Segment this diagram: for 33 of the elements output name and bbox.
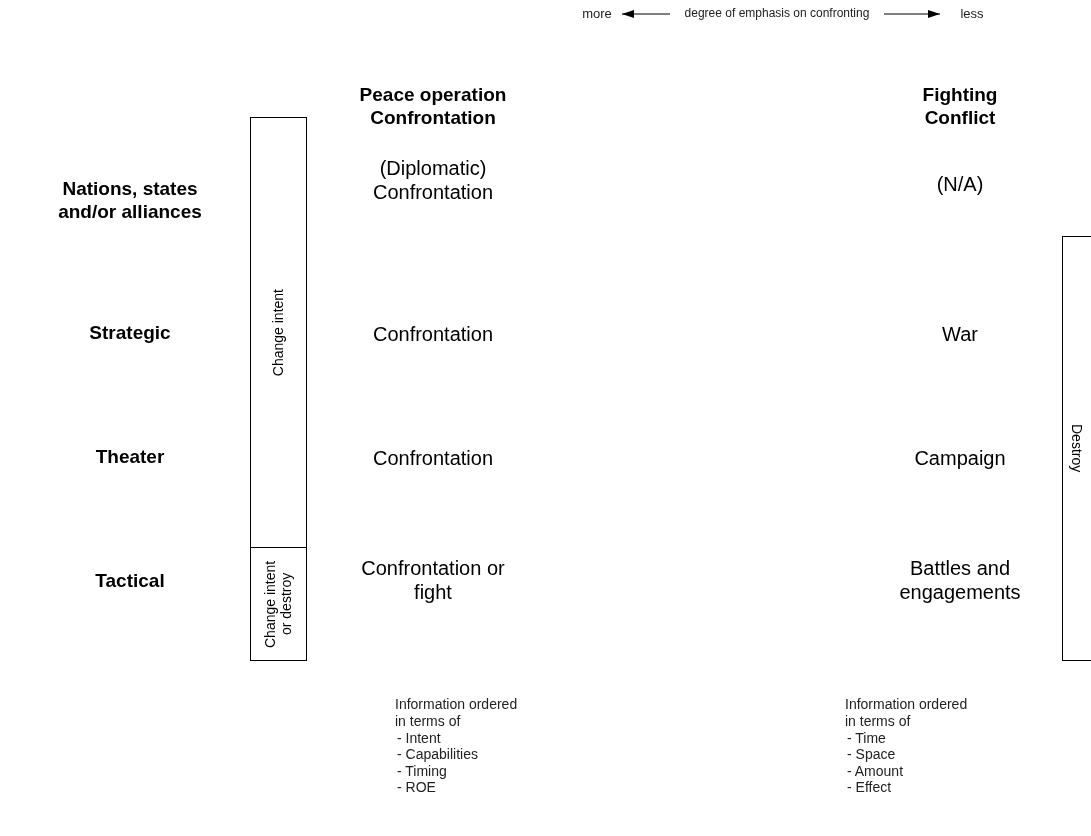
list-item: - Space	[847, 746, 897, 763]
scale-end-label: more	[581, 6, 613, 22]
cell-text: Campaign	[913, 446, 1007, 470]
bar-label: Destroy	[1068, 424, 1086, 473]
cell-text: Confrontation	[371, 322, 495, 346]
bar-label: Change intent	[270, 288, 287, 377]
list-item: - Effect	[847, 779, 893, 796]
row-header: Tactical	[94, 570, 166, 593]
cell-text: (Diplomatic) Confrontation	[371, 156, 495, 204]
cell-text: War	[941, 322, 979, 346]
list-item: - Time	[847, 730, 887, 747]
cell-text: (N/A)	[935, 172, 985, 196]
list-item: - Amount	[847, 763, 905, 780]
bar-label: Change intent or destroy	[262, 558, 295, 650]
row-header: Nations, states and/or alliances	[57, 178, 203, 224]
label-bar	[250, 117, 307, 548]
list-item: - Intent	[397, 730, 442, 747]
list-item: - Capabilities	[397, 746, 479, 763]
scale-end-label: less	[959, 6, 985, 22]
cell-text: Confrontation or fight	[360, 556, 506, 604]
column-header: Peace operation Confrontation	[358, 84, 508, 130]
cell-text: Confrontation	[371, 446, 495, 470]
row-header: Strategic	[88, 322, 172, 345]
label-bar	[1062, 236, 1091, 661]
column-header: Fighting Conflict	[921, 84, 999, 130]
label-bar	[250, 547, 307, 661]
list-item: - ROE	[397, 779, 437, 796]
row-header: Theater	[94, 446, 166, 469]
scale-title: degree of emphasis on confronting	[683, 6, 871, 21]
note-text: Information ordered in terms of	[845, 696, 969, 730]
cell-text: Battles and engagements	[898, 556, 1022, 604]
list-item: - Timing	[397, 763, 448, 780]
note-text: Information ordered in terms of	[395, 696, 519, 730]
